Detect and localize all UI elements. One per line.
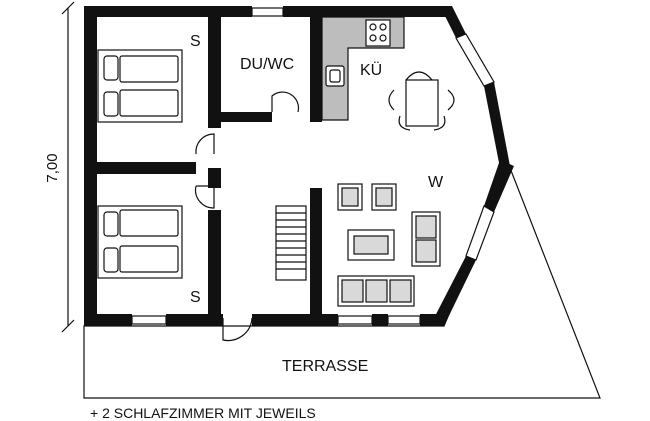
room-label-terrace: TERRASSE <box>282 358 368 375</box>
living-furniture <box>337 183 441 307</box>
room-label-bedroom-top: S <box>190 33 201 50</box>
room-label-bathroom: DU/WC <box>240 56 294 73</box>
stove-icon <box>365 19 391 47</box>
dimension-label: 7,00 <box>44 153 61 182</box>
exterior-walls <box>84 6 514 326</box>
doors <box>194 91 300 342</box>
room-label-bedroom-bottom: S <box>190 289 201 306</box>
windows <box>131 7 495 325</box>
stairs <box>275 205 307 281</box>
room-label-kitchen: KÜ <box>360 61 382 79</box>
bed-top <box>97 49 183 123</box>
room-label-living: W <box>428 174 444 191</box>
bed-bottom <box>97 205 183 279</box>
caption: + 2 SCHLAFZIMMER MIT JEWEILS <box>90 405 316 421</box>
interior-walls <box>84 6 322 326</box>
dining-set <box>388 71 455 131</box>
sink-icon <box>325 65 345 87</box>
dimension-line <box>61 1 75 333</box>
